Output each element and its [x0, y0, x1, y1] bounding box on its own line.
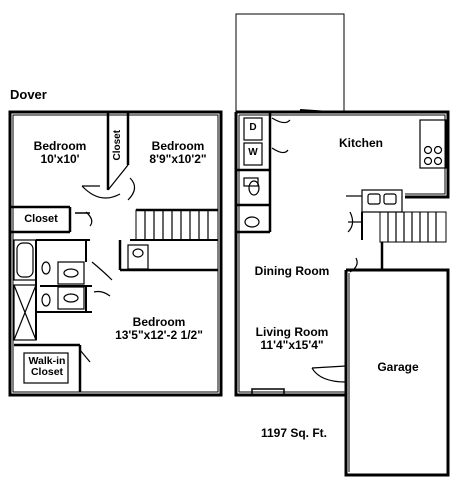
total-area-label: 1197 Sq. Ft. [260, 426, 328, 440]
main-floor-walls [234, 109, 450, 397]
bedroom-2-name: Bedroom [151, 139, 205, 153]
plan-name: Dover [10, 87, 47, 102]
dishwasher-label: D [249, 122, 257, 133]
garage-door-swing [251, 257, 358, 396]
bedroom-2-size: 8'9"x10'2" [149, 151, 207, 166]
top-closet-walls [106, 112, 130, 191]
garage-label: Garage [377, 360, 419, 374]
walkin-closet-walls [14, 343, 91, 392]
bedroom-3-name: Bedroom [132, 315, 186, 329]
bedroom-3-label: Bedroom 13'5"x12'-2 1/2" [104, 316, 214, 341]
bedroom-1-name: Bedroom [33, 139, 87, 153]
living-room-name: Living Room [255, 325, 329, 339]
bath-fixtures [13, 239, 149, 341]
top-closet-label: Closet [111, 129, 123, 161]
door-swings [81, 177, 136, 297]
living-room-size: 11'4"x15'4" [260, 337, 324, 352]
upper-floor-walls [8, 110, 223, 397]
washer-label: W [248, 147, 258, 158]
small-closet-label: Closet [24, 213, 58, 225]
bedroom-2-label: Bedroom 8'9"x10'2" [138, 140, 218, 165]
appliances [236, 112, 291, 234]
small-closet-walls [10, 205, 90, 234]
upper-stairs [118, 208, 219, 272]
garage-walls [344, 268, 450, 477]
walkin-closet-label: Walk-in Closet [28, 355, 66, 379]
bedroom-3-size: 13'5"x12'-2 1/2" [115, 327, 203, 342]
main-stairs [347, 211, 447, 270]
dining-room-label: Dining Room [254, 264, 330, 278]
bedroom-1-label: Bedroom 10'x10' [20, 140, 100, 165]
kitchen-counter [346, 119, 447, 213]
bedroom-1-size: 10'x10' [40, 151, 80, 166]
patio-outline [235, 13, 345, 113]
living-room-label: Living Room 11'4"x15'4" [250, 326, 334, 351]
kitchen-label: Kitchen [338, 136, 383, 150]
